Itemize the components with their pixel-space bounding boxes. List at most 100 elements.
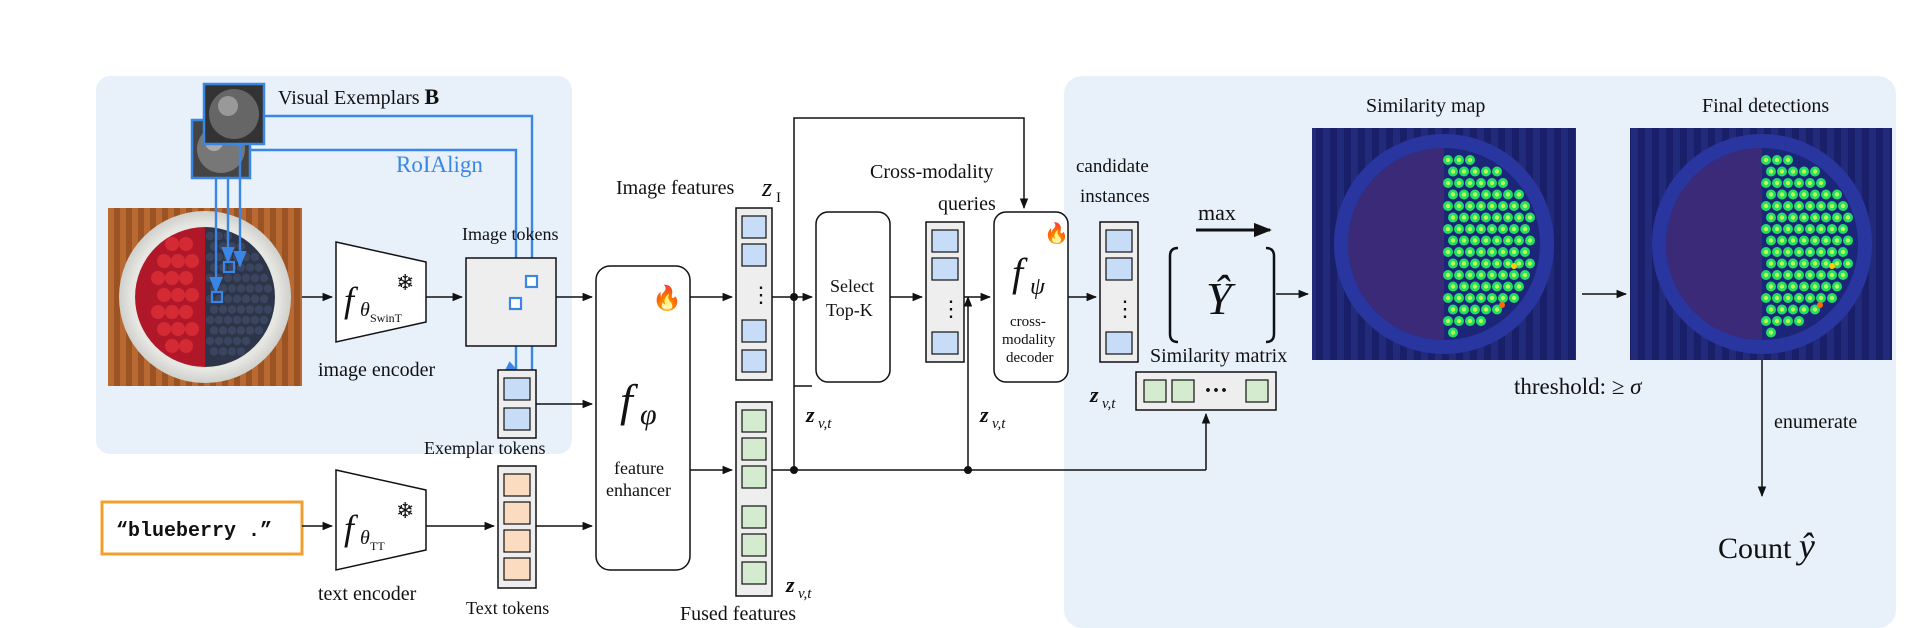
heatmap-core [1511, 226, 1517, 232]
heatmap-core [1456, 295, 1462, 301]
heatmap-core [1450, 307, 1456, 312]
blueberry [227, 305, 237, 314]
heatmap-core [1796, 180, 1802, 186]
heatmap-core [1774, 318, 1780, 324]
blueberry [245, 305, 255, 314]
heatmap-core [1500, 203, 1506, 209]
blueberry [214, 315, 224, 325]
heatmap-core [1768, 238, 1774, 243]
heatmap-core [1763, 249, 1769, 255]
heatmap-core [1522, 249, 1528, 255]
strawberry [185, 322, 199, 336]
input-image [108, 208, 302, 386]
heatmap-core [1461, 169, 1467, 174]
heatmap-core [1845, 238, 1851, 243]
svg-text:cross-: cross- [1010, 314, 1046, 330]
svg-text:enhancer: enhancer [606, 480, 671, 500]
svg-text:θ: θ [360, 527, 370, 549]
heatmap-core [1472, 238, 1478, 243]
heatmap-core [1478, 295, 1484, 301]
blueberry [236, 326, 246, 335]
strawberry [157, 288, 171, 302]
blueberry [218, 326, 228, 335]
blueberry [250, 294, 260, 304]
heatmap-core [1461, 284, 1467, 289]
heatmap-core [1450, 169, 1456, 174]
blueberry [227, 284, 237, 293]
heatmap-core [1478, 249, 1484, 255]
heatmap-core [1527, 215, 1533, 220]
heatmap-core [1785, 180, 1791, 186]
svg-text:ψ: ψ [1030, 274, 1046, 300]
svg-text:z: z [805, 402, 815, 427]
heatmap-core [1785, 295, 1791, 301]
blueberry [214, 336, 224, 346]
svg-text:z: z [979, 402, 989, 427]
heatmap-core [1527, 261, 1533, 266]
blueberry [205, 252, 215, 262]
max-label: max [1198, 200, 1236, 225]
svg-text:v,t: v,t [818, 416, 832, 432]
heatmap-core [1768, 169, 1774, 174]
svg-text:decoder: decoder [1006, 350, 1053, 366]
heatmap-core [1450, 238, 1456, 243]
heatmap-core [1516, 192, 1522, 197]
heatmap-core [1774, 157, 1780, 163]
heatmap-core [1763, 203, 1769, 209]
blueberry [236, 305, 246, 314]
svg-text:v,t: v,t [992, 416, 1006, 432]
heatmap-core [1779, 261, 1785, 266]
heatmap-core [1456, 180, 1462, 186]
blueberry [223, 336, 233, 346]
heatmap-core [1845, 261, 1851, 266]
heatmap-core [1483, 215, 1489, 220]
heatmap-core [1807, 180, 1813, 186]
heatmap-core [1829, 272, 1835, 278]
heatmap-core [1785, 249, 1791, 255]
blueberry [241, 273, 251, 283]
heatmap-core [1483, 307, 1489, 312]
heatmap-core [1790, 192, 1796, 197]
heatmap-core [1489, 295, 1495, 301]
blueberry [263, 284, 273, 293]
blueberry [232, 315, 242, 325]
image-encoder: f θ SwinT ❄ [335, 241, 427, 343]
image-features: ⋮ [735, 207, 773, 381]
heatmap-core [1823, 192, 1829, 197]
heatmap-core [1445, 249, 1451, 255]
heatmap-core [1516, 284, 1522, 289]
heatmap-core [1494, 215, 1500, 220]
heatmap-core [1823, 215, 1829, 220]
heatmap-core [1478, 180, 1484, 186]
heatmap-core [1450, 330, 1456, 335]
strawberry [185, 288, 199, 302]
heatmap-core [1763, 272, 1769, 278]
heatmap-core [1774, 272, 1780, 278]
heatmap-core [1840, 249, 1846, 255]
heatmap-core [1768, 192, 1774, 197]
heatmap-core [1818, 180, 1824, 186]
heatmap-core [1494, 192, 1500, 197]
heatmap-core [1511, 203, 1517, 209]
heatmap-core [1467, 203, 1473, 209]
heatmap-core [1801, 284, 1807, 289]
blueberry [209, 305, 219, 314]
blueberry [218, 242, 228, 251]
heatmap-core [1834, 215, 1840, 220]
heatmap-core [1790, 238, 1796, 243]
image-tokens-label: Image tokens [462, 224, 558, 244]
heatmap-core [1796, 318, 1802, 324]
strawberry [171, 322, 185, 336]
heatmap-core [1500, 226, 1506, 232]
heatmap-core [1478, 272, 1484, 278]
blueberry [254, 284, 264, 293]
svg-text:Select: Select [830, 276, 874, 296]
heatmap-core [1801, 307, 1807, 312]
blueberry [254, 305, 264, 314]
final-detections-label: Final detections [1702, 95, 1829, 117]
heatmap-core [1785, 318, 1791, 324]
blueberry [232, 294, 242, 304]
heatmap-core [1763, 295, 1769, 301]
heatmap-core [1494, 238, 1500, 243]
